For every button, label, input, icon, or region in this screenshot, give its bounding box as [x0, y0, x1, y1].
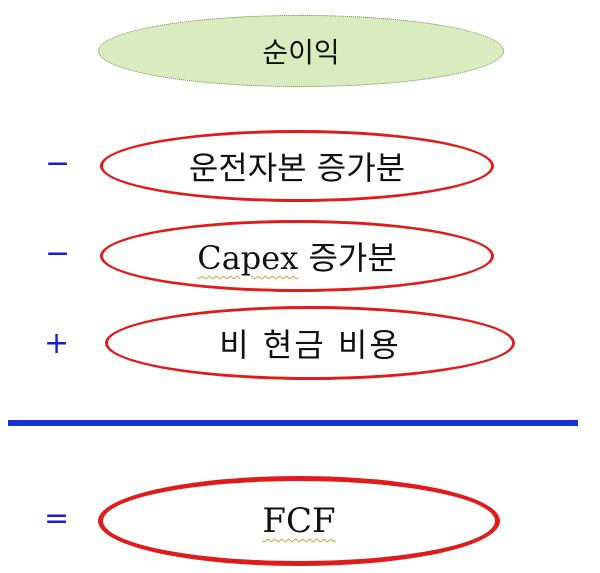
non-cash-expense-label: 비 현금 비용 [219, 326, 401, 364]
sum-divider-line [8, 420, 578, 426]
non-cash-expense-node: 비 현금 비용 [105, 306, 515, 380]
minus-operator-1: − [45, 146, 71, 181]
capex-increase-node: Capex 증가분 [100, 220, 494, 292]
plus-operator: + [44, 326, 70, 361]
net-income-label: 순이익 [262, 36, 340, 69]
capex-word: Capex [197, 239, 299, 277]
fcf-node: FCF [98, 476, 500, 566]
net-income-node: 순이익 [98, 15, 504, 87]
capex-rest: 증가분 [298, 239, 397, 277]
fcf-label: FCF [262, 501, 336, 541]
working-capital-increase-label: 운전자본 증가분 [188, 149, 406, 187]
working-capital-increase-node: 운전자본 증가분 [100, 130, 494, 202]
equals-operator: = [44, 501, 70, 536]
capex-increase-label: Capex 증가분 [197, 233, 397, 279]
minus-operator-2: − [45, 236, 71, 271]
